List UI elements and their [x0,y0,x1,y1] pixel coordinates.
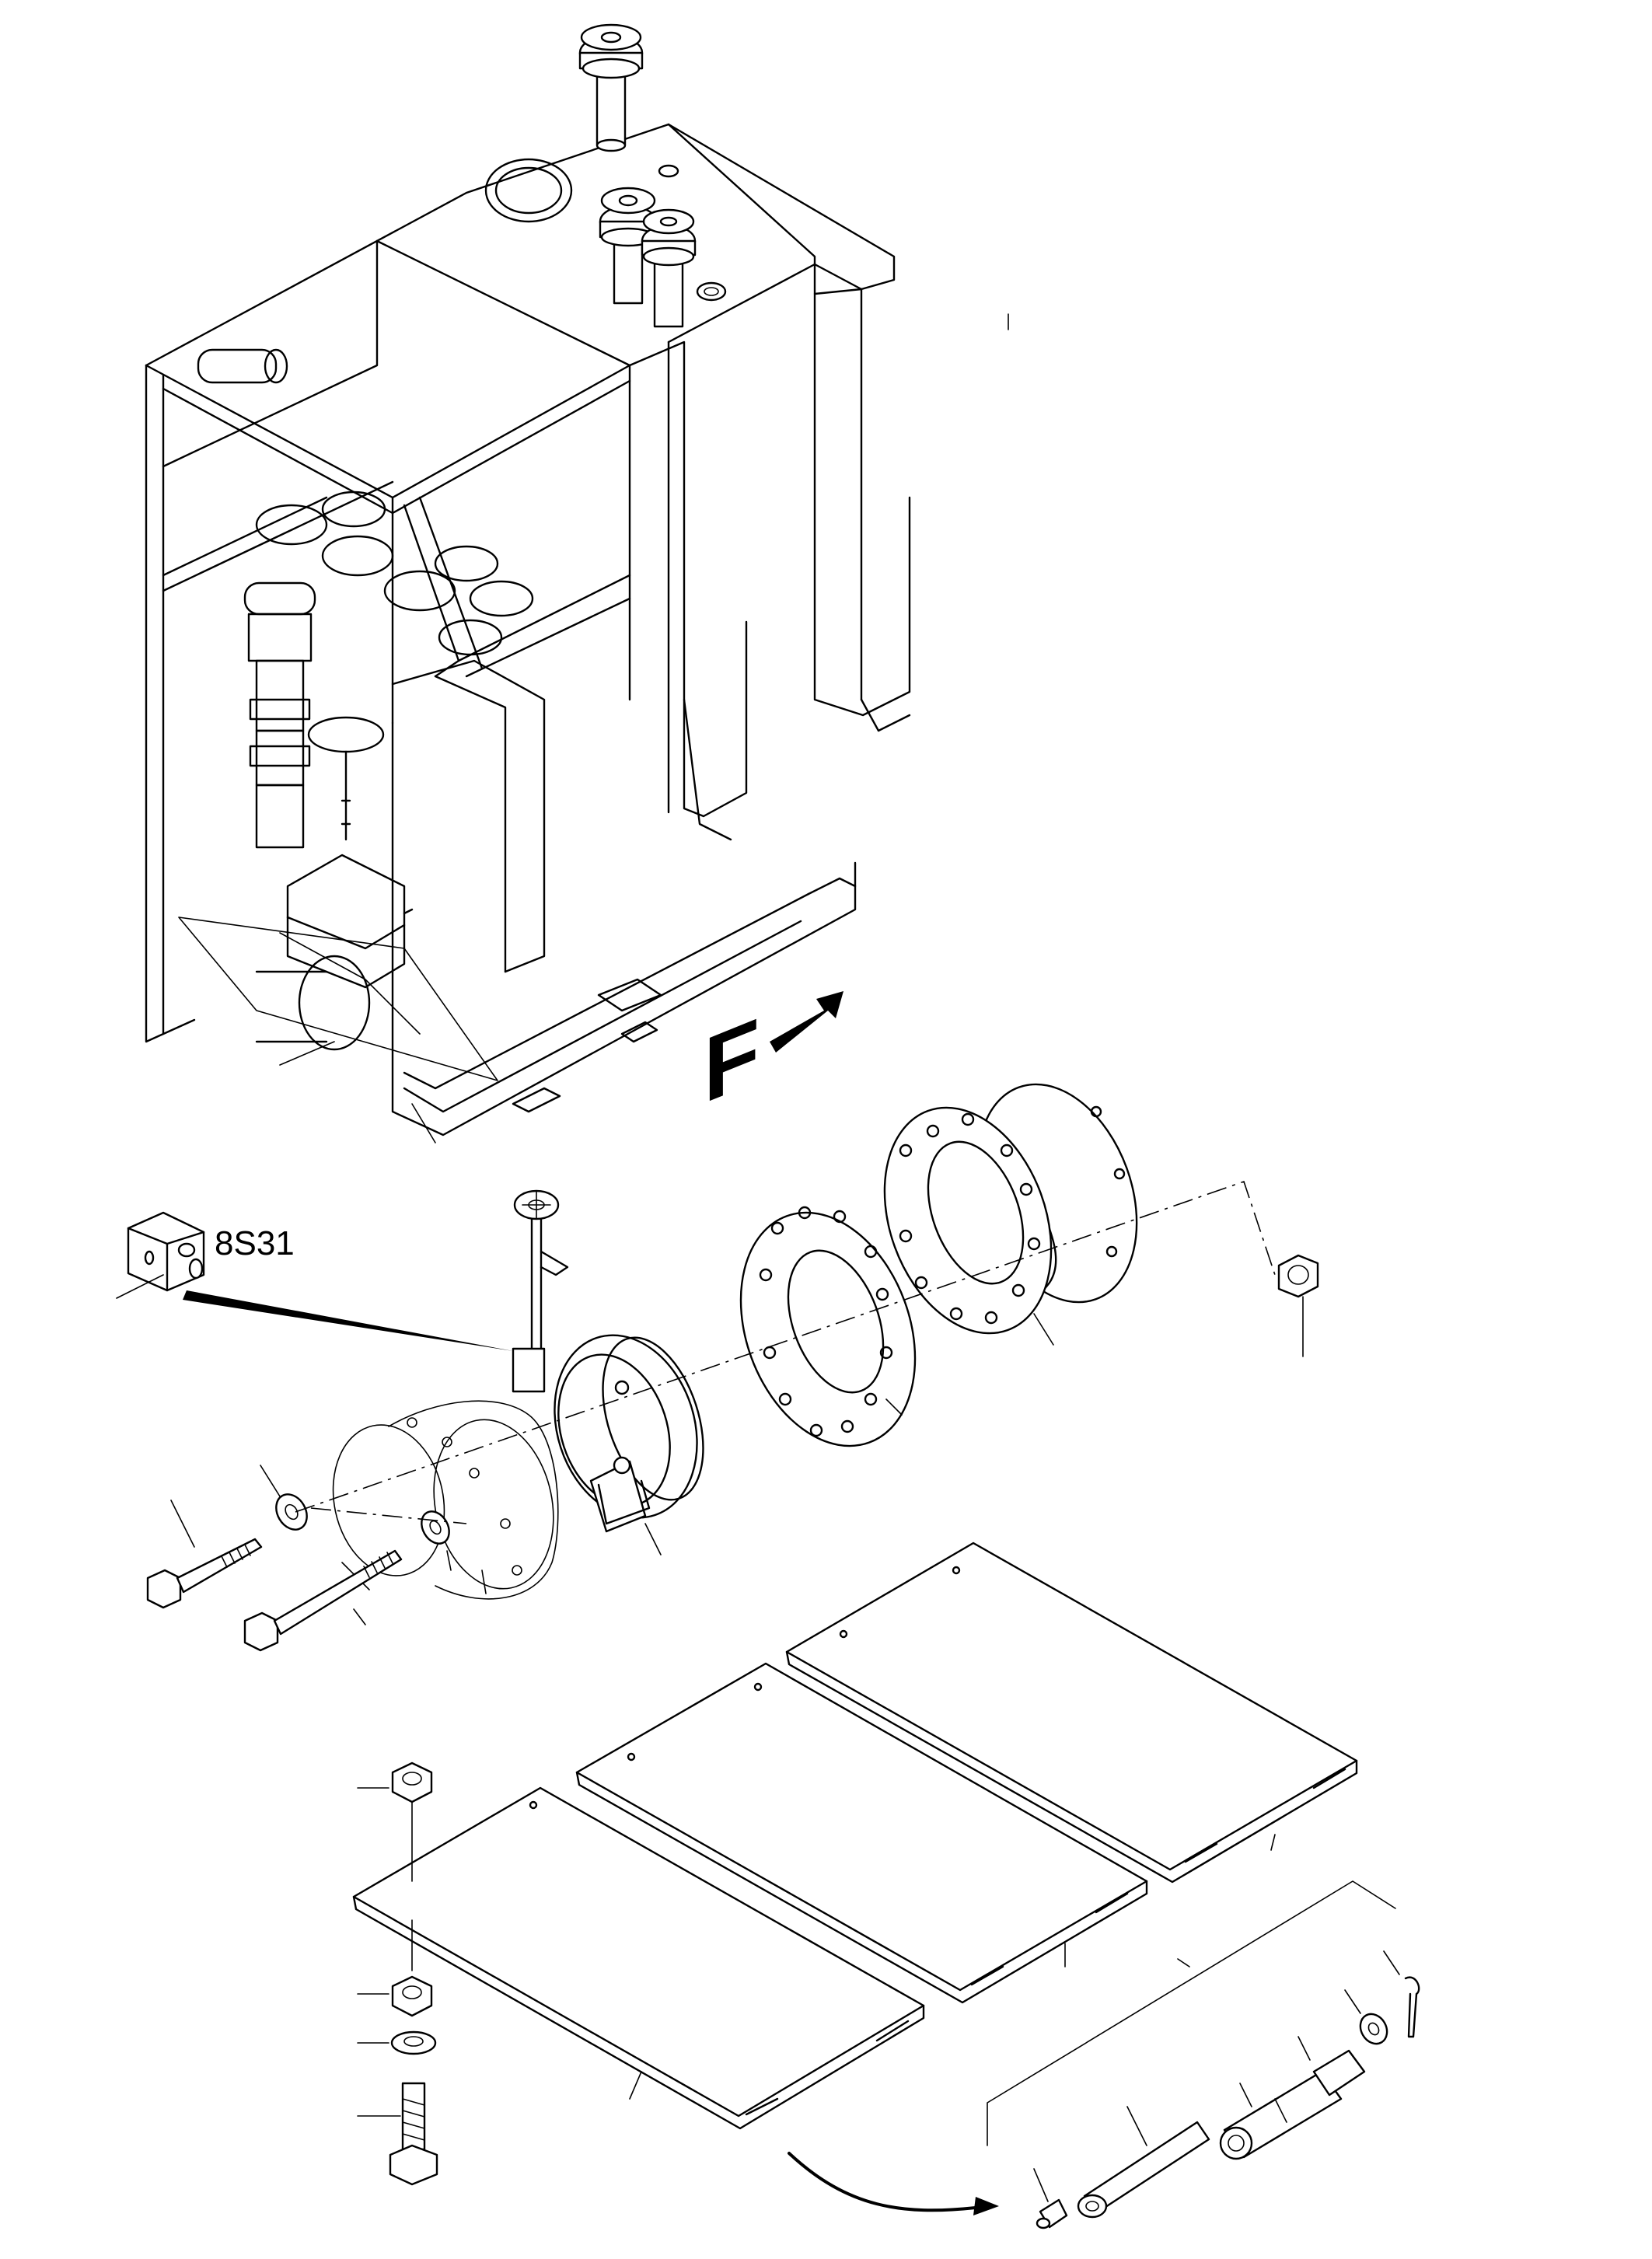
assembly-axis-line [295,1180,1276,1524]
view-direction-marker: F [704,991,843,1123]
panel-fixing-stack [357,1761,438,2186]
view-arrow-icon [770,991,843,1053]
pipe-flange-left [332,1400,559,1600]
flange-bolt-lower [243,1549,403,1652]
view-marker-label: F [704,998,760,1123]
tank-frame-assembly [145,123,1009,1143]
flange-bolt-upper [146,1500,263,1609]
grating-panel-right [785,1541,1358,1884]
sensor-block-8s31: 8S31 [116,1211,513,1351]
top-vent-bolt-3 [641,208,697,328]
grating-panel-middle [575,1662,1148,2004]
flange-washers [260,1465,452,1571]
grating-panel-left [352,1786,925,2130]
expansion-joint [883,1083,1138,1346]
butterfly-valve [512,1189,704,1555]
hinge-pin-detail [788,1880,1420,2229]
flange-nut [1277,1254,1319,1357]
component-label-8s31: 8S31 [215,1224,295,1262]
top-vent-bolt-1 [578,23,644,152]
mating-flange [739,1206,917,1447]
